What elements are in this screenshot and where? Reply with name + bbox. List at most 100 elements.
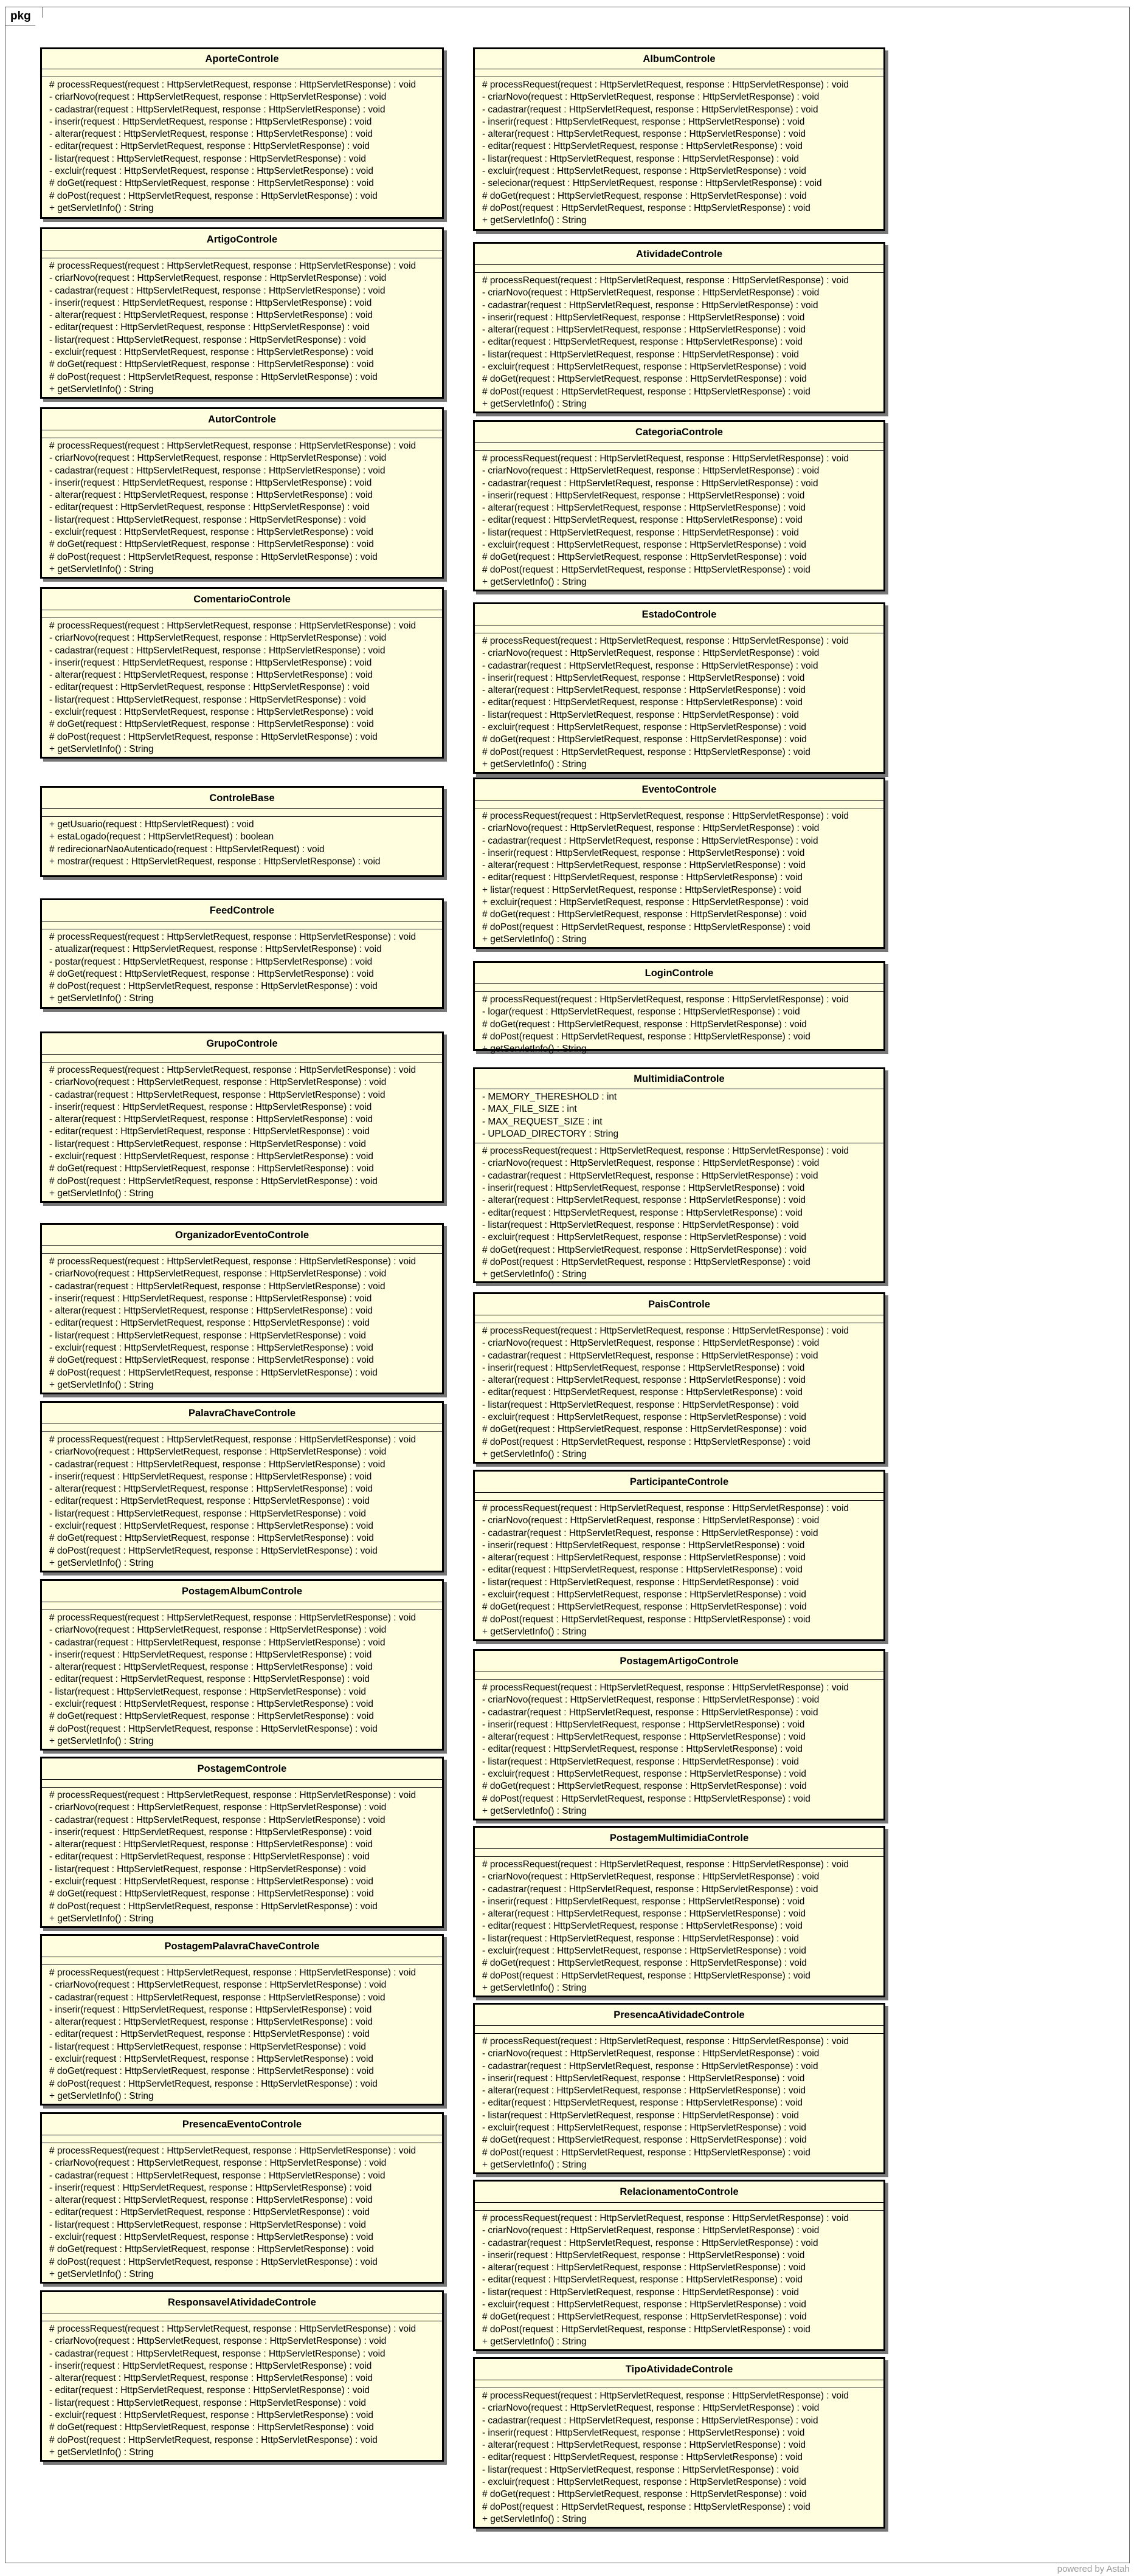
attribute-compartment [475, 265, 883, 273]
class-operation: - criarNovo(request : HttpServletRequest… [49, 1980, 387, 1991]
class-operation: - alterar(request : HttpServletRequest, … [49, 1306, 373, 1317]
class-operation: - cadastrar(request : HttpServletRequest… [482, 478, 818, 489]
attribute-compartment [475, 801, 883, 808]
class-operation: - criarNovo(request : HttpServletRequest… [482, 288, 820, 298]
class-operation: # processRequest(request : HttpServletRe… [49, 2146, 416, 2156]
operation-compartment: # processRequest(request : HttpServletRe… [42, 618, 442, 756]
class-operation: # processRequest(request : HttpServletRe… [482, 1146, 849, 1157]
class-operation: - alterar(request : HttpServletRequest, … [49, 2195, 373, 2206]
class-operation: - alterar(request : HttpServletRequest, … [482, 325, 806, 336]
class-operation: - excluir(request : HttpServletRequest, … [482, 2477, 806, 2488]
class-operation: # doPost(request : HttpServletRequest, r… [482, 921, 810, 932]
class-operation: - listar(request : HttpServletRequest, r… [482, 1756, 799, 1767]
class-operation: + getServletInfo() : String [49, 743, 154, 754]
class-operation: - criarNovo(request : HttpServletRequest… [482, 1338, 820, 1349]
class-operation: - excluir(request : HttpServletRequest, … [482, 2299, 806, 2310]
class-operation: # doGet(request : HttpServletRequest, re… [49, 1711, 374, 1722]
class-operation: # processRequest(request : HttpServletRe… [482, 275, 849, 286]
attribute-compartment [42, 610, 442, 618]
class-name: EstadoControle [475, 604, 883, 625]
class-operation: - inserir(request : HttpServletRequest, … [482, 1896, 805, 1907]
class-operation: - listar(request : HttpServletRequest, r… [49, 1508, 366, 1519]
class-operation: - alterar(request : HttpServletRequest, … [482, 129, 806, 140]
class-operation: - criarNovo(request : HttpServletRequest… [482, 1158, 820, 1169]
class-operation: - cadastrar(request : HttpServletRequest… [49, 1814, 385, 1825]
class-name: ParticipanteControle [475, 1472, 883, 1493]
class-name: PalavraChaveControle [42, 1403, 442, 1424]
class-box: ControleBase+ getUsuario(request : HttpS… [40, 786, 444, 877]
class-operation: # doPost(request : HttpServletRequest, r… [482, 1031, 810, 1042]
class-operation: - criarNovo(request : HttpServletRequest… [49, 1077, 387, 1088]
operation-compartment: # processRequest(request : HttpServletRe… [475, 1857, 883, 1994]
class-operation: - inserir(request : HttpServletRequest, … [482, 2073, 805, 2084]
class-operation: # processRequest(request : HttpServletRe… [482, 2036, 849, 2047]
class-operation: + getServletInfo() : String [49, 384, 154, 394]
class-operation: - excluir(request : HttpServletRequest, … [482, 1232, 806, 1243]
attribute-compartment: - MEMORY_THERESHOLD : int- MAX_FILE_SIZE… [475, 1089, 883, 1144]
class-box: AutorControle# processRequest(request : … [40, 407, 444, 579]
attribute-compartment [475, 1493, 883, 1501]
class-operation: - alterar(request : HttpServletRequest, … [482, 860, 806, 871]
class-name: PostagemAlbumControle [42, 1581, 442, 1602]
attribute-compartment [475, 2026, 883, 2034]
operation-compartment: # processRequest(request : HttpServletRe… [475, 273, 883, 410]
class-operation: - cadastrar(request : HttpServletRequest… [49, 1637, 385, 1648]
class-operation: # doPost(request : HttpServletRequest, r… [49, 1176, 378, 1186]
class-name: MultimidiaControle [475, 1069, 883, 1089]
class-operation: - excluir(request : HttpServletRequest, … [49, 347, 373, 358]
class-box: ComentarioControle# processRequest(reque… [40, 587, 444, 759]
class-operation: - editar(request : HttpServletRequest, r… [482, 1921, 803, 1932]
class-operation: - editar(request : HttpServletRequest, r… [482, 1744, 803, 1755]
operation-compartment: + getUsuario(request : HttpServletReques… [42, 817, 442, 868]
class-operation: - inserir(request : HttpServletRequest, … [49, 1101, 372, 1112]
class-operation: # processRequest(request : HttpServletRe… [49, 1065, 416, 1075]
class-operation: - alterar(request : HttpServletRequest, … [482, 2440, 806, 2451]
class-operation: # doGet(request : HttpServletRequest, re… [482, 1424, 807, 1435]
class-operation: - listar(request : HttpServletRequest, r… [482, 1577, 799, 1588]
class-operation: - cadastrar(request : HttpServletRequest… [482, 1350, 818, 1361]
class-name: PresencaAtividadeControle [475, 2005, 883, 2026]
class-box: AlbumControle# processRequest(request : … [473, 47, 885, 231]
class-operation: - excluir(request : HttpServletRequest, … [49, 1699, 373, 1710]
class-operation: # doGet(request : HttpServletRequest, re… [482, 2312, 807, 2323]
class-operation: - selecionar(request : HttpServletReques… [482, 178, 822, 189]
class-box: RelacionamentoControle# processRequest(r… [473, 2180, 885, 2351]
attribute-compartment [475, 1672, 883, 1680]
class-name: RelacionamentoControle [475, 2182, 883, 2203]
class-operation: # doGet(request : HttpServletRequest, re… [49, 1889, 374, 1899]
attribute-compartment [475, 2203, 883, 2211]
attribute-compartment [42, 2313, 442, 2321]
class-operation: - inserir(request : HttpServletRequest, … [49, 1293, 372, 1304]
class-operation: + getServletInfo() : String [482, 1626, 587, 1637]
operation-compartment: # processRequest(request : HttpServletRe… [475, 2388, 883, 2526]
class-operation: # processRequest(request : HttpServletRe… [482, 1682, 849, 1693]
class-operation: - inserir(request : HttpServletRequest, … [49, 297, 372, 308]
class-operation: - excluir(request : HttpServletRequest, … [49, 1876, 373, 1887]
class-operation: - inserir(request : HttpServletRequest, … [482, 116, 805, 127]
class-name: EventoControle [475, 779, 883, 801]
class-operation: + getServletInfo() : String [49, 563, 154, 574]
operation-compartment: # processRequest(request : HttpServletRe… [42, 1432, 442, 1569]
class-operation: + getServletInfo() : String [482, 215, 587, 226]
class-operation: - inserir(request : HttpServletRequest, … [49, 2182, 372, 2193]
class-operation: # doGet(request : HttpServletRequest, re… [482, 2135, 807, 2146]
class-operation: - criarNovo(request : HttpServletRequest… [482, 648, 820, 659]
attribute-compartment [42, 250, 442, 258]
class-operation: - cadastrar(request : HttpServletRequest… [49, 1281, 385, 1292]
class-operation: - atualizar(request : HttpServletRequest… [49, 944, 382, 955]
class-operation: - cadastrar(request : HttpServletRequest… [482, 2237, 818, 2248]
class-operation: - alterar(request : HttpServletRequest, … [49, 670, 373, 681]
class-operation: # doPost(request : HttpServletRequest, r… [49, 190, 378, 201]
class-operation: - excluir(request : HttpServletRequest, … [482, 1769, 806, 1780]
class-operation: - editar(request : HttpServletRequest, r… [482, 1565, 803, 1576]
class-operation: + getServletInfo() : String [482, 759, 587, 770]
attribute-compartment [475, 69, 883, 77]
class-operation: # doPost(request : HttpServletRequest, r… [49, 2078, 378, 2089]
class-name: AtividadeControle [475, 244, 883, 265]
class-name: AlbumControle [475, 49, 883, 69]
class-operation: # doGet(request : HttpServletRequest, re… [482, 1781, 807, 1792]
class-operation: # doPost(request : HttpServletRequest, r… [482, 2147, 810, 2158]
class-operation: # processRequest(request : HttpServletRe… [482, 811, 849, 821]
class-operation: # processRequest(request : HttpServletRe… [482, 994, 849, 1005]
class-box: TipoAtividadeControle# processRequest(re… [473, 2357, 885, 2529]
